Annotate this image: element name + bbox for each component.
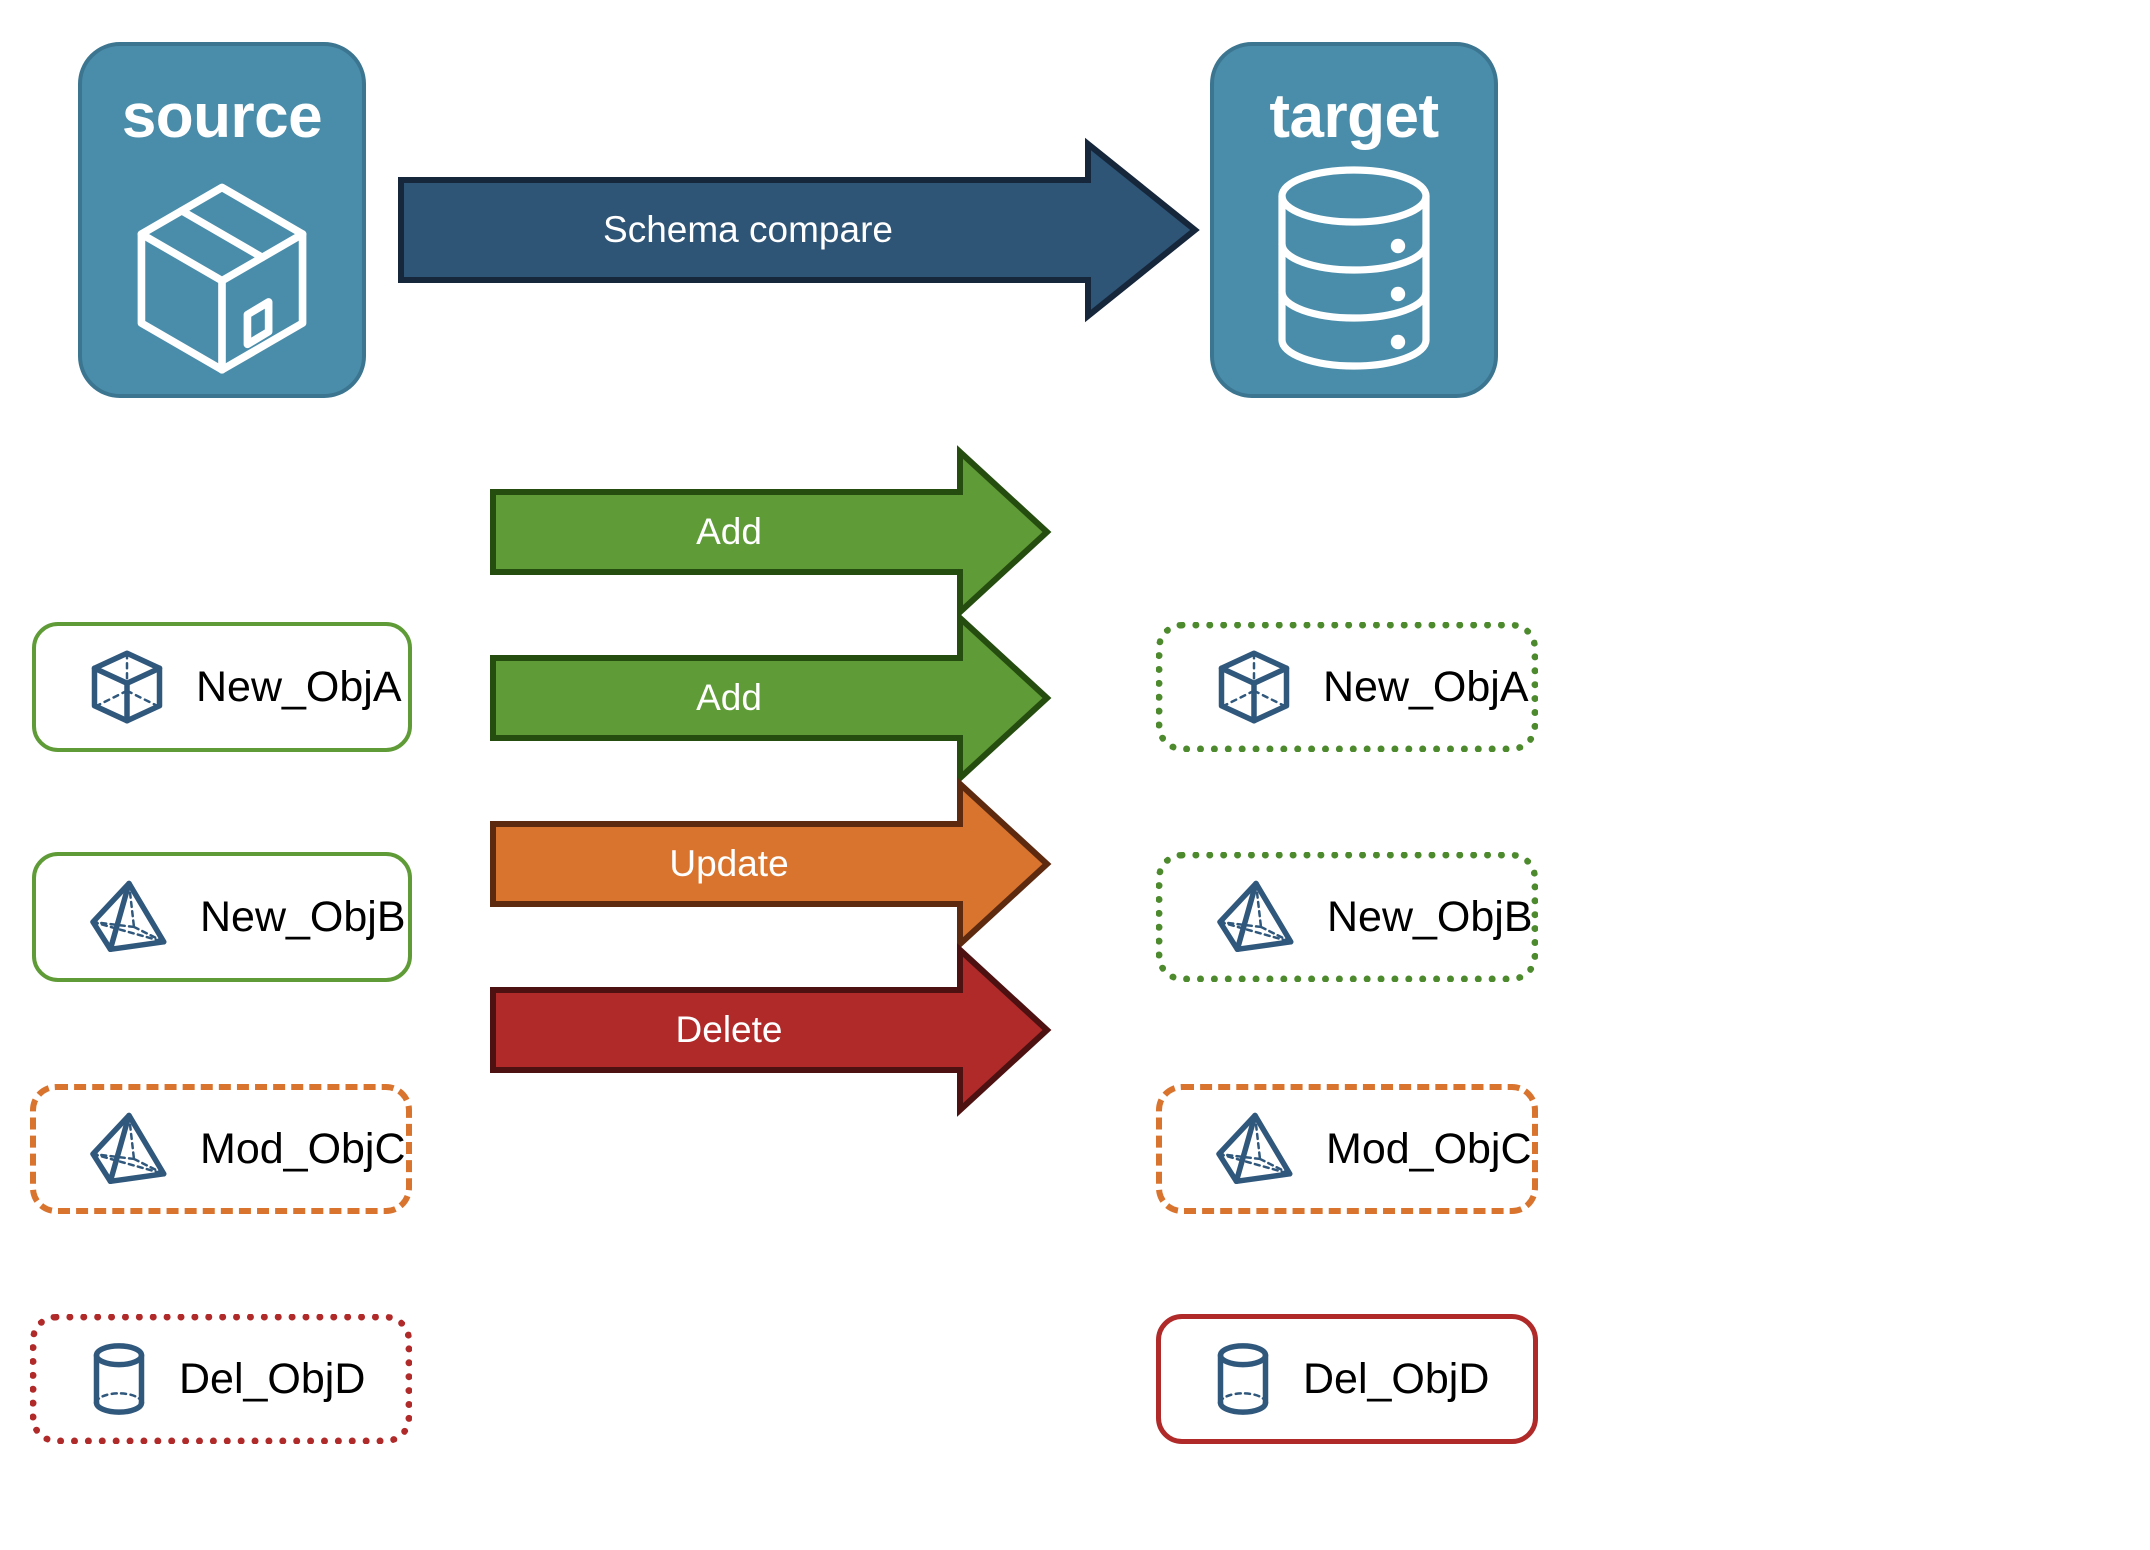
wireframe-pyramid-icon	[88, 877, 170, 957]
source-object-label: New_ObjB	[200, 892, 406, 941]
target-endpoint-card: target	[1210, 42, 1498, 398]
database-cylinder-icon	[1254, 162, 1454, 374]
action-arrow-update: Update	[490, 777, 1052, 951]
action-arrow-add: Add	[490, 445, 1052, 619]
source-object-label: New_ObjA	[196, 662, 402, 711]
wireframe-cube-icon	[88, 647, 166, 727]
target-object-label: Mod_ObjC	[1326, 1124, 1532, 1173]
wireframe-pyramid-icon	[1214, 1109, 1296, 1189]
target-object-card[interactable]: New_ObjA	[1156, 622, 1538, 752]
source-title: source	[121, 82, 323, 151]
schema-compare-arrow: Schema compare	[398, 137, 1200, 323]
action-arrow-delete: Delete	[490, 943, 1052, 1117]
source-object-card[interactable]: Del_ObjD	[30, 1314, 412, 1444]
wireframe-cube-icon	[1215, 647, 1293, 727]
package-box-icon	[116, 162, 328, 374]
action-arrow-add: Add	[490, 611, 1052, 785]
wireframe-cylinder-icon	[89, 1339, 149, 1419]
target-object-label: New_ObjB	[1327, 892, 1533, 941]
target-object-card[interactable]: New_ObjB	[1156, 852, 1538, 982]
wireframe-pyramid-icon	[1215, 877, 1297, 957]
source-object-label: Mod_ObjC	[200, 1124, 406, 1173]
target-object-label: Del_ObjD	[1303, 1354, 1490, 1403]
target-title: target	[1269, 82, 1439, 151]
source-endpoint-card: source	[78, 42, 366, 398]
source-object-card[interactable]: New_ObjA	[32, 622, 412, 752]
target-object-card[interactable]: Del_ObjD	[1156, 1314, 1538, 1444]
source-object-card[interactable]: New_ObjB	[32, 852, 412, 982]
source-object-card[interactable]: Mod_ObjC	[30, 1084, 412, 1214]
target-object-label: New_ObjA	[1323, 662, 1529, 711]
wireframe-pyramid-icon	[88, 1109, 170, 1189]
source-object-label: Del_ObjD	[179, 1354, 366, 1403]
wireframe-cylinder-icon	[1213, 1339, 1273, 1419]
target-object-card[interactable]: Mod_ObjC	[1156, 1084, 1538, 1214]
